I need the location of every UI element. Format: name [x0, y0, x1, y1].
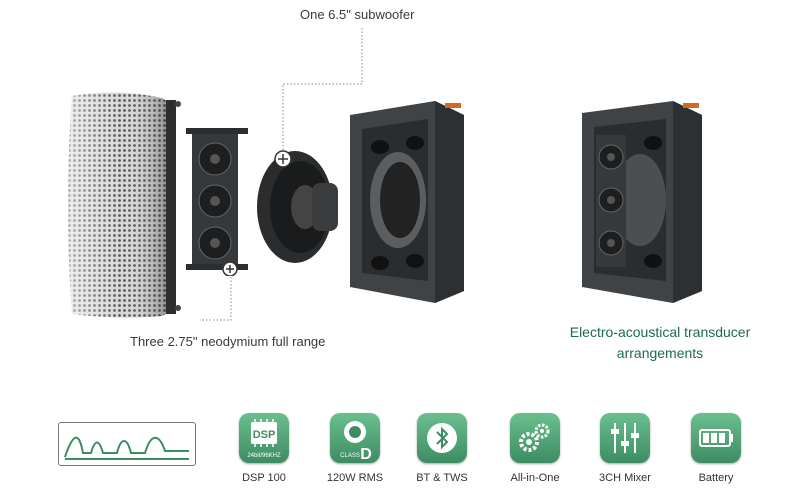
feature-label: 120W RMS	[326, 472, 384, 484]
dsp-badge-text: DSP	[253, 429, 276, 441]
subwoofer-callout: One 6.5" subwoofer	[300, 7, 415, 22]
amp-badge-sub: CLASS	[340, 453, 360, 459]
feature-label: All-in-One	[510, 472, 560, 484]
bluetooth-icon	[417, 413, 467, 463]
section-title: Electro-acoustical transducer arrangemen…	[545, 322, 775, 364]
subwoofer-driver	[257, 150, 338, 263]
feature-all-in-one: All-in-One	[505, 413, 565, 484]
feature-label: Battery	[698, 472, 734, 484]
amp-badge-text: D	[360, 446, 372, 463]
full-range-callout: Three 2.75" neodymium full range	[130, 334, 326, 349]
speaker-cabinet-assembled	[582, 101, 702, 303]
class-d-amp-icon: CLASS D	[330, 413, 380, 463]
dsp-badge-sub: 24bit/96KHZ	[247, 453, 281, 459]
brand-logo	[58, 422, 196, 466]
section-title-line1: Electro-acoustical transducer	[569, 324, 751, 340]
feature-battery: Battery	[686, 413, 746, 484]
dsp-chip-icon: DSP 24bit/96KHZ	[239, 413, 289, 463]
feature-mixer: 3CH Mixer	[595, 413, 655, 484]
feature-dsp: DSP 24bit/96KHZ DSP 100	[234, 413, 294, 484]
speaker-cabinet-open	[350, 101, 464, 303]
feature-amp: CLASS D 120W RMS	[325, 413, 385, 484]
feature-label: 3CH Mixer	[599, 472, 651, 484]
section-title-line2: arrangements	[616, 345, 704, 361]
gears-icon	[510, 413, 560, 463]
mixer-faders-icon	[600, 413, 650, 463]
full-range-drivers	[186, 128, 248, 276]
battery-icon	[691, 413, 741, 463]
feature-label: DSP 100	[242, 472, 286, 484]
waveform-logo-icon	[64, 436, 189, 460]
speaker-grille	[68, 92, 181, 318]
feature-label: BT & TWS	[416, 472, 468, 484]
feature-bluetooth: BT & TWS	[412, 413, 472, 484]
